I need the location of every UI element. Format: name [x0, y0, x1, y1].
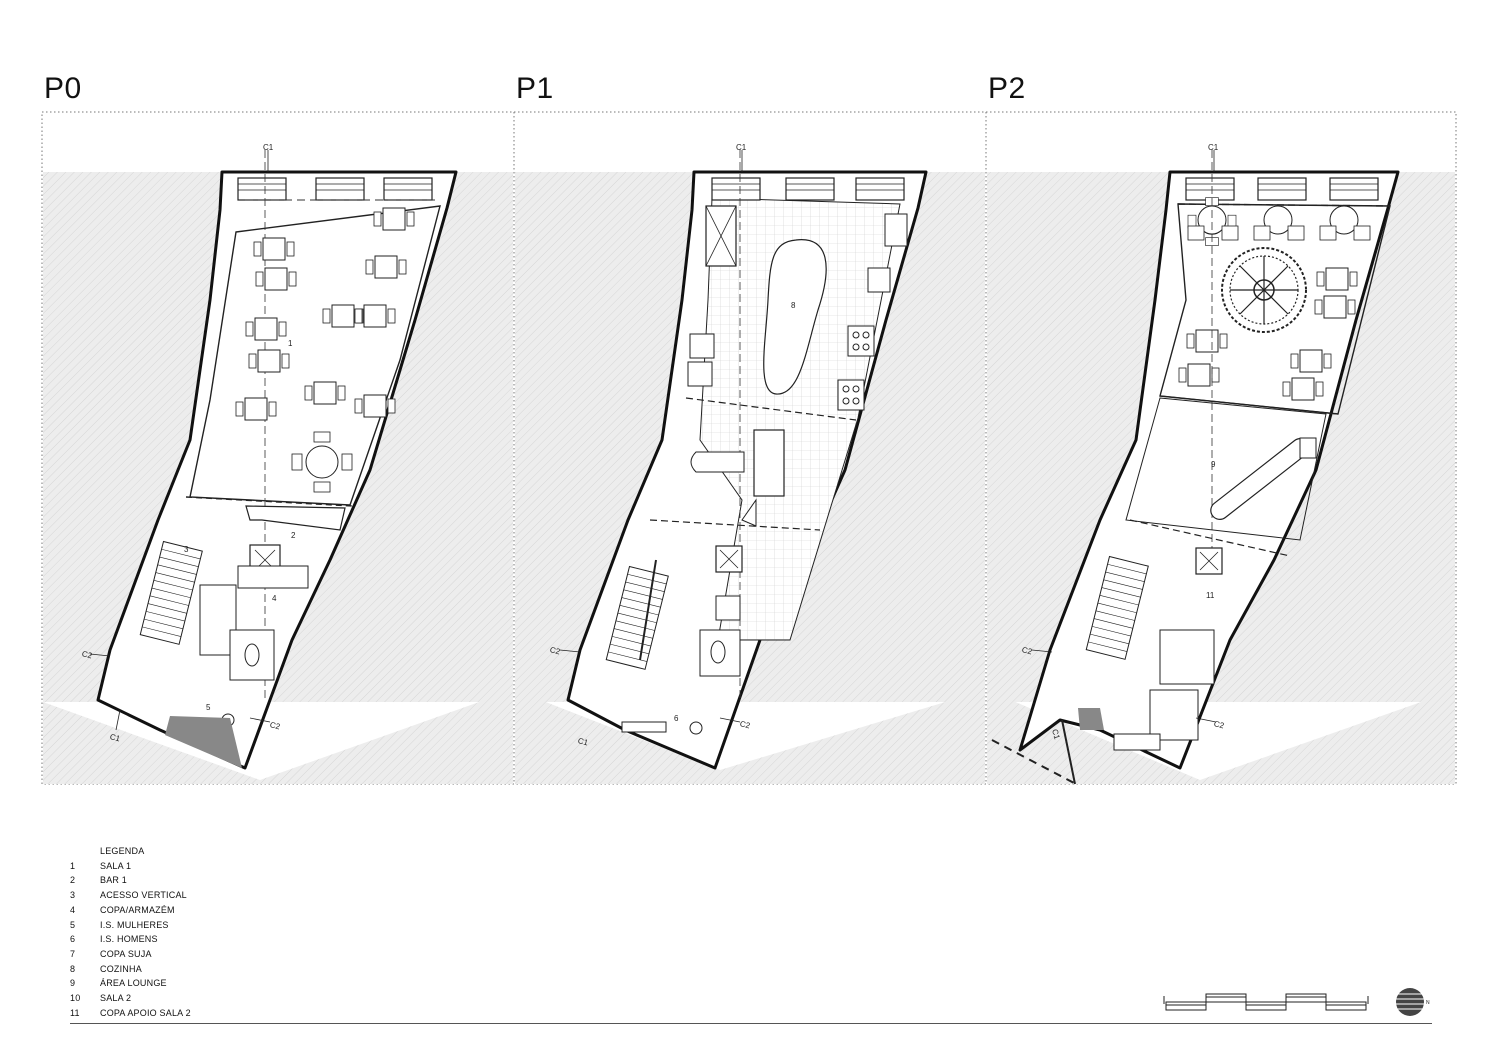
- floor-title-p2: P2: [988, 72, 1026, 105]
- p2-c1-bottom: C1: [1050, 728, 1062, 741]
- p2-c2-right: C2: [1213, 719, 1226, 730]
- p0-room-4: 4: [272, 594, 277, 603]
- floor-title-p0: P0: [44, 72, 82, 105]
- p0-room-2: 2: [291, 531, 296, 540]
- plan-p0: [43, 150, 513, 784]
- plan-p1: [515, 150, 985, 784]
- scale-bar: [1163, 993, 1369, 1011]
- p0-c1-bottom: C1: [109, 732, 122, 743]
- p1-room-8: 8: [791, 301, 796, 310]
- tree-icon: [1221, 247, 1307, 333]
- p0-room-5: 5: [206, 703, 211, 712]
- p0-room-3: 3: [184, 545, 189, 554]
- p2-c2-left: C2: [1021, 645, 1034, 656]
- p1-c2-right: C2: [739, 719, 752, 730]
- p1-c1-bottom: C1: [577, 736, 590, 747]
- legend-title: LEGENDA: [100, 846, 145, 856]
- p2-c1-top: C1: [1208, 143, 1219, 152]
- p1-c2-left: C2: [549, 645, 562, 656]
- floor-title-p1: P1: [516, 72, 554, 105]
- p1-c1-top: C1: [736, 143, 747, 152]
- p0-c2-right: C2: [269, 720, 282, 731]
- p0-c1-top: C1: [263, 143, 274, 152]
- bottom-rule: [70, 1023, 1432, 1024]
- p1-room-6: 6: [674, 714, 679, 723]
- p0-c2-left: C2: [81, 649, 94, 660]
- north-arrow-icon: [1396, 988, 1424, 1016]
- p2-room-9: 9: [1211, 460, 1216, 469]
- north-label: N: [1426, 1000, 1430, 1006]
- plan-p2: [987, 150, 1455, 785]
- p0-room-1: 1: [288, 339, 293, 348]
- p2-room-11: 11: [1206, 591, 1215, 600]
